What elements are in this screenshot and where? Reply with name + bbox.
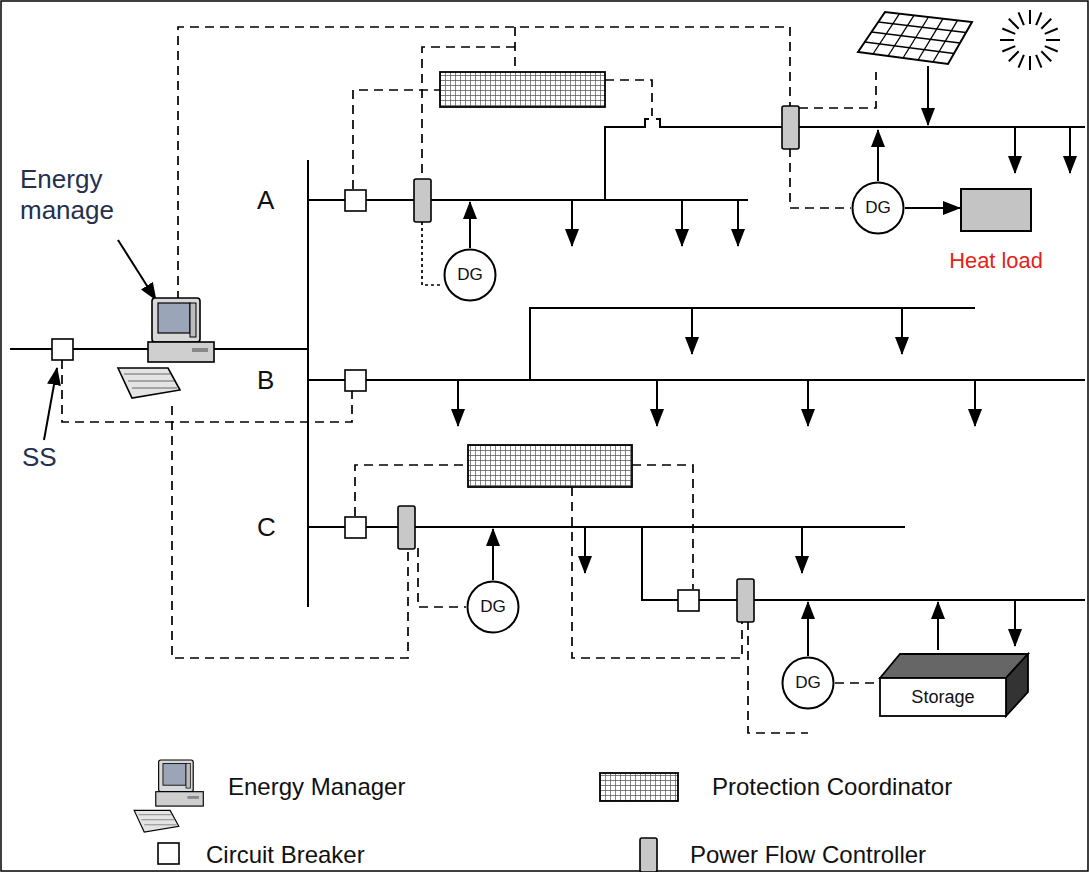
node-label: DG — [781, 656, 835, 710]
generator-circle: DG — [851, 181, 905, 235]
storage-box: Storage — [876, 648, 1032, 718]
legend-text: Protection Coordinator — [712, 773, 952, 801]
generator-circle: DG — [443, 248, 497, 302]
heat-load-box: Heat load — [930, 188, 1062, 272]
node-label: DG — [851, 181, 905, 235]
legend-text: Power Flow Controller — [690, 841, 926, 869]
node-label: Storage — [880, 678, 1006, 716]
heat-load-block — [960, 188, 1032, 232]
node-label: DG — [466, 580, 520, 634]
connector — [905, 207, 960, 209]
substation-label: SS — [22, 442, 57, 473]
generator-circle: DG — [781, 656, 835, 710]
feeder-label: A — [257, 185, 274, 216]
storage-outline — [876, 648, 1032, 718]
feeder-label: C — [257, 512, 276, 543]
legend-text: Circuit Breaker — [206, 841, 365, 869]
feeder-label: B — [257, 365, 274, 396]
node-label: DG — [443, 248, 497, 302]
node-label: Heat load — [930, 248, 1062, 274]
legend-text: Energy Manager — [228, 773, 405, 801]
connector — [835, 682, 876, 684]
generator-circle: DG — [466, 580, 520, 634]
callout-label: Energy manage — [20, 164, 140, 226]
